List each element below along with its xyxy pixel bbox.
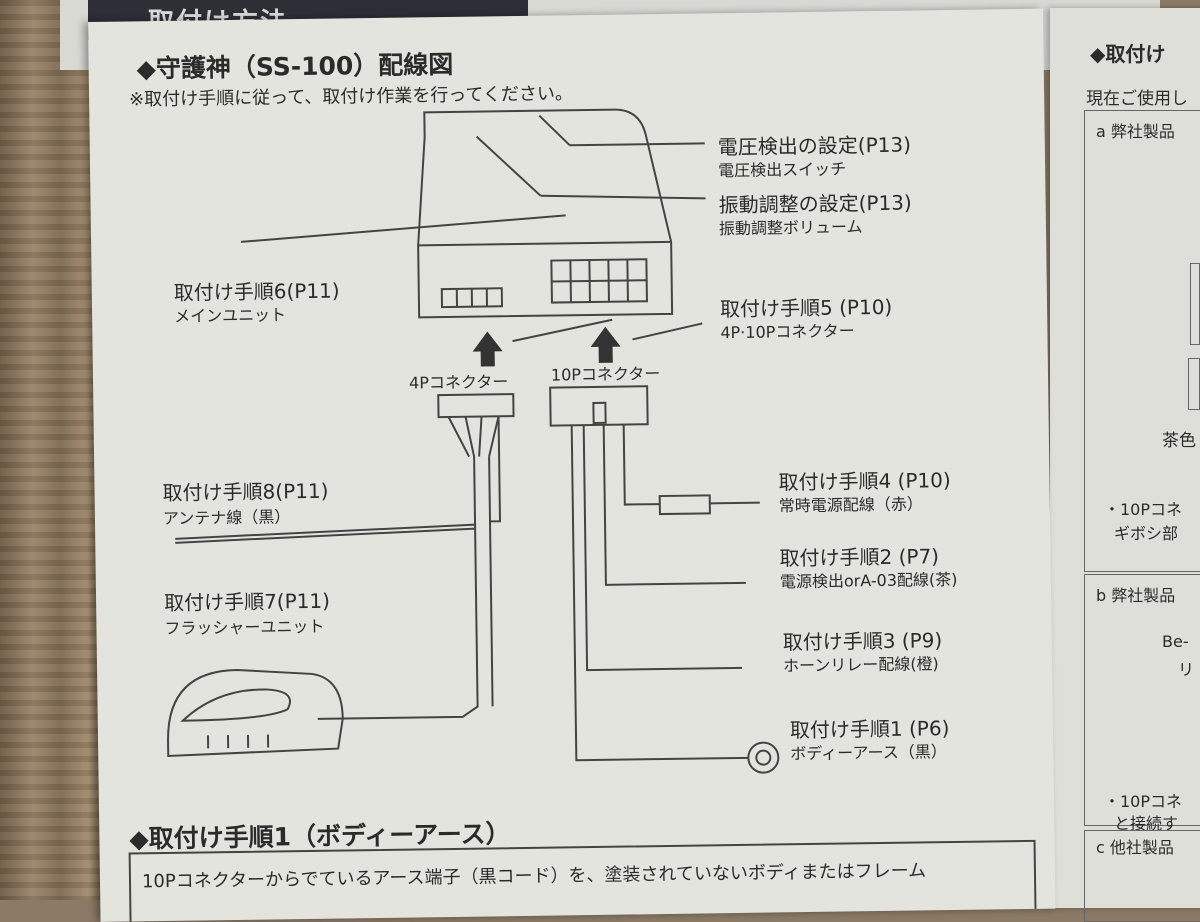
right-note-b1: ・10Pコネ <box>1104 788 1182 812</box>
label-horn-relay: ホーンリレー配線(橙) <box>783 650 939 676</box>
label-power-detect: 電源検出orA-03配線(茶) <box>780 566 958 592</box>
label-constant-power: 常時電源配線（赤） <box>779 490 923 516</box>
right-item-a: a 弊社製品 <box>1096 118 1175 142</box>
right-note-a2: ギボシ部 <box>1114 520 1178 544</box>
right-ri: リ <box>1178 656 1194 680</box>
label-vibration-volume: 振動調整ボリューム <box>719 213 863 239</box>
label-step8: 取付け手順8(P11) <box>162 475 328 506</box>
wire-sketch <box>1190 263 1200 345</box>
label-connector-10p: 10Pコネクター <box>551 360 661 386</box>
label-antenna: アンテナ線（黒） <box>163 503 291 529</box>
right-title: ◆取付け <box>1090 38 1165 67</box>
right-page: ◆取付け 現在ご使用し a 弊社製品 茶色 ・10Pコネ ギボシ部 b 弊社製品… <box>1050 8 1200 908</box>
right-item-c: c 他社製品 <box>1096 834 1174 858</box>
label-connector-4p: 4Pコネクター <box>409 368 509 393</box>
right-intro: 現在ご使用し <box>1086 84 1188 109</box>
wire-sketch-2 <box>1188 358 1200 410</box>
right-be: Be- <box>1162 632 1189 651</box>
right-note-a1: ・10Pコネ <box>1104 496 1182 520</box>
manual-page: ◆守護神（SS-100）配線図 ※取付け手順に従って、取付け作業を行ってください… <box>88 9 1055 922</box>
right-brown: 茶色 <box>1162 426 1196 451</box>
right-item-b: b 弊社製品 <box>1096 582 1175 606</box>
label-step7: 取付け手順7(P11) <box>164 585 330 616</box>
main-unit-shape <box>416 109 672 318</box>
arrow-4p <box>472 331 502 366</box>
label-connector-4p-10p: 4P·10Pコネクター <box>720 317 855 343</box>
label-voltage-switch: 電圧検出スイッチ <box>718 155 846 181</box>
label-body-earth: ボディーアース（黒） <box>790 738 947 764</box>
label-main-unit: メインユニット <box>174 301 286 327</box>
label-flasher: フラッシャーユニット <box>164 613 324 639</box>
section-title: ◆取付け手順1（ボディーアース） <box>129 814 511 855</box>
arrow-10p <box>590 327 620 363</box>
